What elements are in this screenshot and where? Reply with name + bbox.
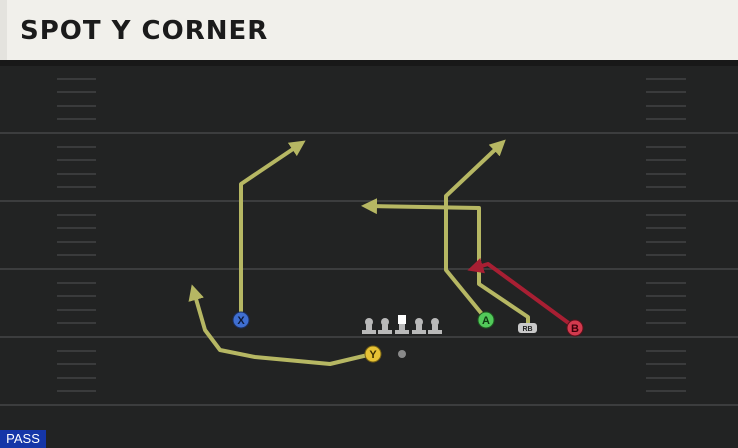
receiver-y[interactable]: Y — [364, 345, 382, 363]
quarterback-icon — [398, 350, 406, 358]
field-surface — [0, 60, 738, 448]
receiver-b[interactable]: B — [566, 319, 584, 337]
running-back-label: RB — [522, 326, 532, 333]
header-card — [7, 0, 738, 60]
receiver-x[interactable]: X — [232, 311, 250, 329]
route-x-corner — [239, 140, 306, 321]
lineman-icon — [412, 318, 426, 334]
play-field: X Y A B RB — [0, 60, 738, 448]
play-header: SPOT Y CORNER — [0, 0, 738, 60]
hash-marks-left — [57, 78, 96, 392]
route-rb-drag — [361, 198, 530, 328]
lineman-icon — [428, 318, 442, 334]
route-y-wheel — [188, 284, 374, 366]
offensive-line — [362, 315, 442, 334]
route-b-slant — [467, 258, 576, 329]
lineman-icon — [362, 318, 376, 334]
header-shadow — [0, 60, 738, 66]
hash-marks-right — [646, 78, 686, 392]
receiver-a-label: A — [482, 315, 490, 327]
play-type-badge: PASS — [0, 430, 46, 448]
header-accent — [0, 0, 7, 60]
receiver-x-label: X — [237, 315, 245, 327]
receiver-b-label: B — [571, 323, 579, 335]
route-a-corner — [444, 139, 506, 321]
receiver-a[interactable]: A — [477, 311, 495, 329]
play-title: SPOT Y CORNER — [20, 16, 269, 46]
receiver-y-label: Y — [369, 349, 377, 361]
running-back[interactable]: RB — [518, 323, 537, 333]
lineman-icon — [378, 318, 392, 334]
center-icon — [395, 315, 409, 334]
